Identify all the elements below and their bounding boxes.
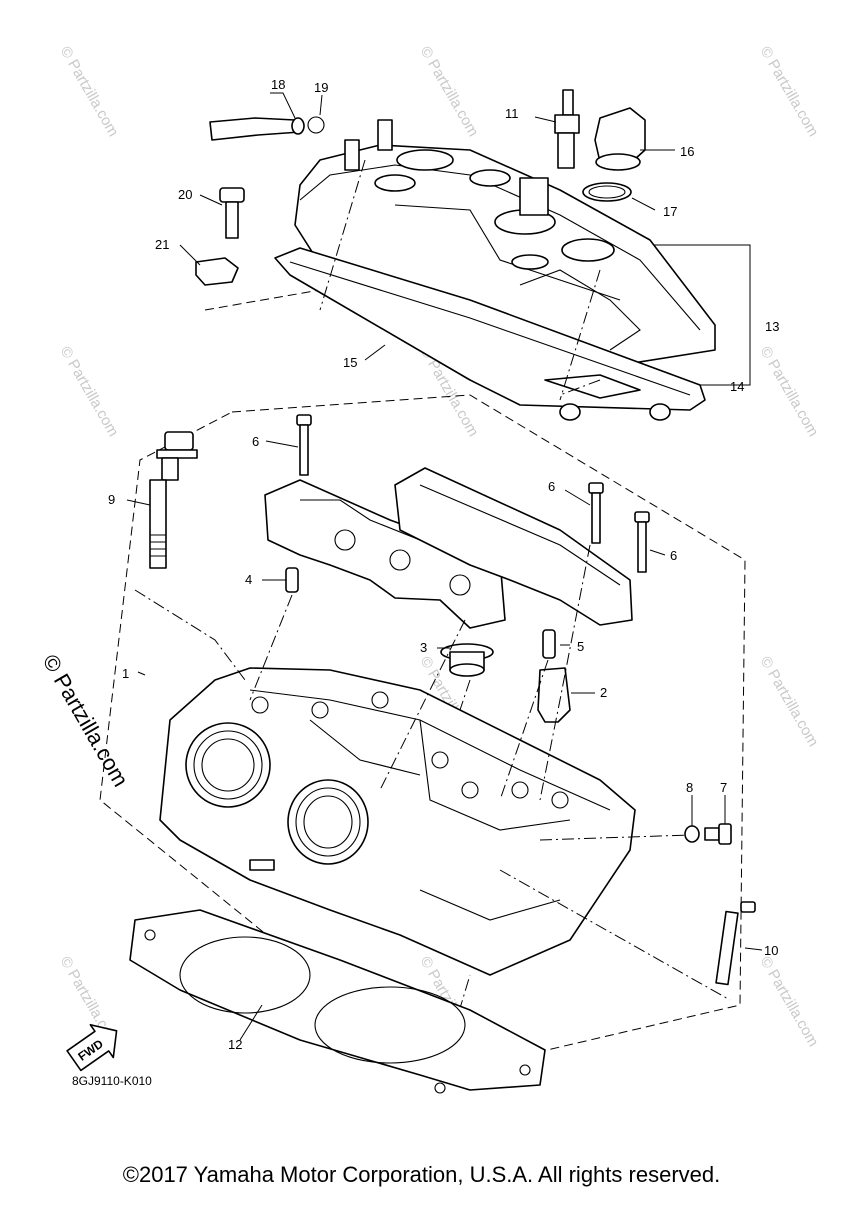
cam-plug bbox=[440, 643, 494, 677]
callout-2: 2 bbox=[600, 685, 607, 700]
callout-6: 6 bbox=[252, 434, 259, 449]
alignment-line bbox=[559, 269, 601, 401]
drain-bolt bbox=[704, 823, 732, 845]
callout-12: 12 bbox=[228, 1037, 242, 1052]
callout-6: 6 bbox=[548, 479, 555, 494]
alignment-line bbox=[499, 869, 731, 1001]
leader-lines bbox=[126, 92, 763, 1041]
head-bolt bbox=[149, 431, 198, 569]
camshaft-cap-right bbox=[394, 467, 633, 626]
cylinder-head bbox=[159, 667, 636, 976]
cap-bolt bbox=[634, 511, 650, 573]
cover-grommet-small bbox=[195, 257, 239, 286]
callout-8: 8 bbox=[686, 780, 693, 795]
alignment-line bbox=[319, 159, 366, 311]
cover-grommet bbox=[544, 374, 641, 399]
callout-16: 16 bbox=[680, 144, 694, 159]
washer bbox=[684, 825, 700, 843]
dowel-pin bbox=[285, 567, 299, 593]
cap-bolt bbox=[296, 414, 312, 476]
callout-19: 19 bbox=[314, 80, 328, 95]
alignment-line bbox=[379, 619, 466, 791]
intake-port bbox=[287, 779, 369, 865]
alignment-line bbox=[539, 834, 691, 841]
watermark: © Partzilla.com bbox=[57, 344, 122, 440]
spark-plug bbox=[554, 89, 580, 169]
callout-18: 18 bbox=[271, 77, 285, 92]
callout-15: 15 bbox=[343, 355, 357, 370]
callout-13: 13 bbox=[765, 319, 779, 334]
callout-14: 14 bbox=[730, 379, 744, 394]
watermark: © Partzilla.com bbox=[757, 44, 822, 140]
watermark: © Partzilla.com bbox=[57, 44, 122, 140]
watermark: © Partzilla.com bbox=[757, 954, 822, 1050]
copyright-notice: ©2017 Yamaha Motor Corporation, U.S.A. A… bbox=[122, 1162, 721, 1187]
cover-gasket bbox=[274, 247, 706, 411]
alignment-line bbox=[134, 589, 246, 681]
callout-5: 5 bbox=[577, 639, 584, 654]
watermark: © Partzilla.com bbox=[757, 654, 822, 750]
diagram-code: 8GJ9110-K010 bbox=[72, 1074, 152, 1088]
assembly-boundary-dashed bbox=[99, 394, 746, 1076]
head-gasket bbox=[129, 909, 546, 1094]
dowel-pin bbox=[542, 629, 556, 659]
cap-bolt bbox=[588, 482, 604, 544]
callout-6: 6 bbox=[670, 548, 677, 563]
intake-port bbox=[185, 722, 271, 808]
callout-10: 10 bbox=[764, 943, 778, 958]
callout-20: 20 bbox=[178, 187, 192, 202]
breather-hose bbox=[209, 117, 301, 141]
callout-labels: 18 19 11 16 17 20 21 13 15 14 6 9 6 6 4 … bbox=[108, 77, 779, 1052]
callout-1: 1 bbox=[122, 666, 129, 681]
watermark: © Partzilla.com bbox=[417, 44, 482, 140]
callout-7: 7 bbox=[720, 780, 727, 795]
cover-boundary-dashed bbox=[204, 289, 321, 311]
alignment-line bbox=[539, 544, 591, 801]
alignment-line bbox=[559, 379, 601, 396]
callout-3: 3 bbox=[420, 640, 427, 655]
hose-clamp bbox=[307, 116, 325, 134]
alignment-line bbox=[499, 659, 549, 801]
callout-21: 21 bbox=[155, 237, 169, 252]
callout-11: 11 bbox=[505, 106, 519, 121]
callout-9: 9 bbox=[108, 492, 115, 507]
leader-13 bbox=[650, 244, 751, 386]
side-watermark: © Partzilla.com bbox=[38, 650, 134, 791]
alignment-line bbox=[249, 594, 293, 701]
alignment-line bbox=[459, 679, 471, 711]
stud-bolt bbox=[715, 901, 756, 986]
valve-guide bbox=[537, 667, 571, 723]
camshaft-cap-left bbox=[264, 479, 506, 629]
cover-bolt bbox=[219, 187, 245, 239]
watermark: © Partzilla.com bbox=[757, 344, 822, 440]
callout-4: 4 bbox=[245, 572, 252, 587]
callout-17: 17 bbox=[663, 204, 677, 219]
